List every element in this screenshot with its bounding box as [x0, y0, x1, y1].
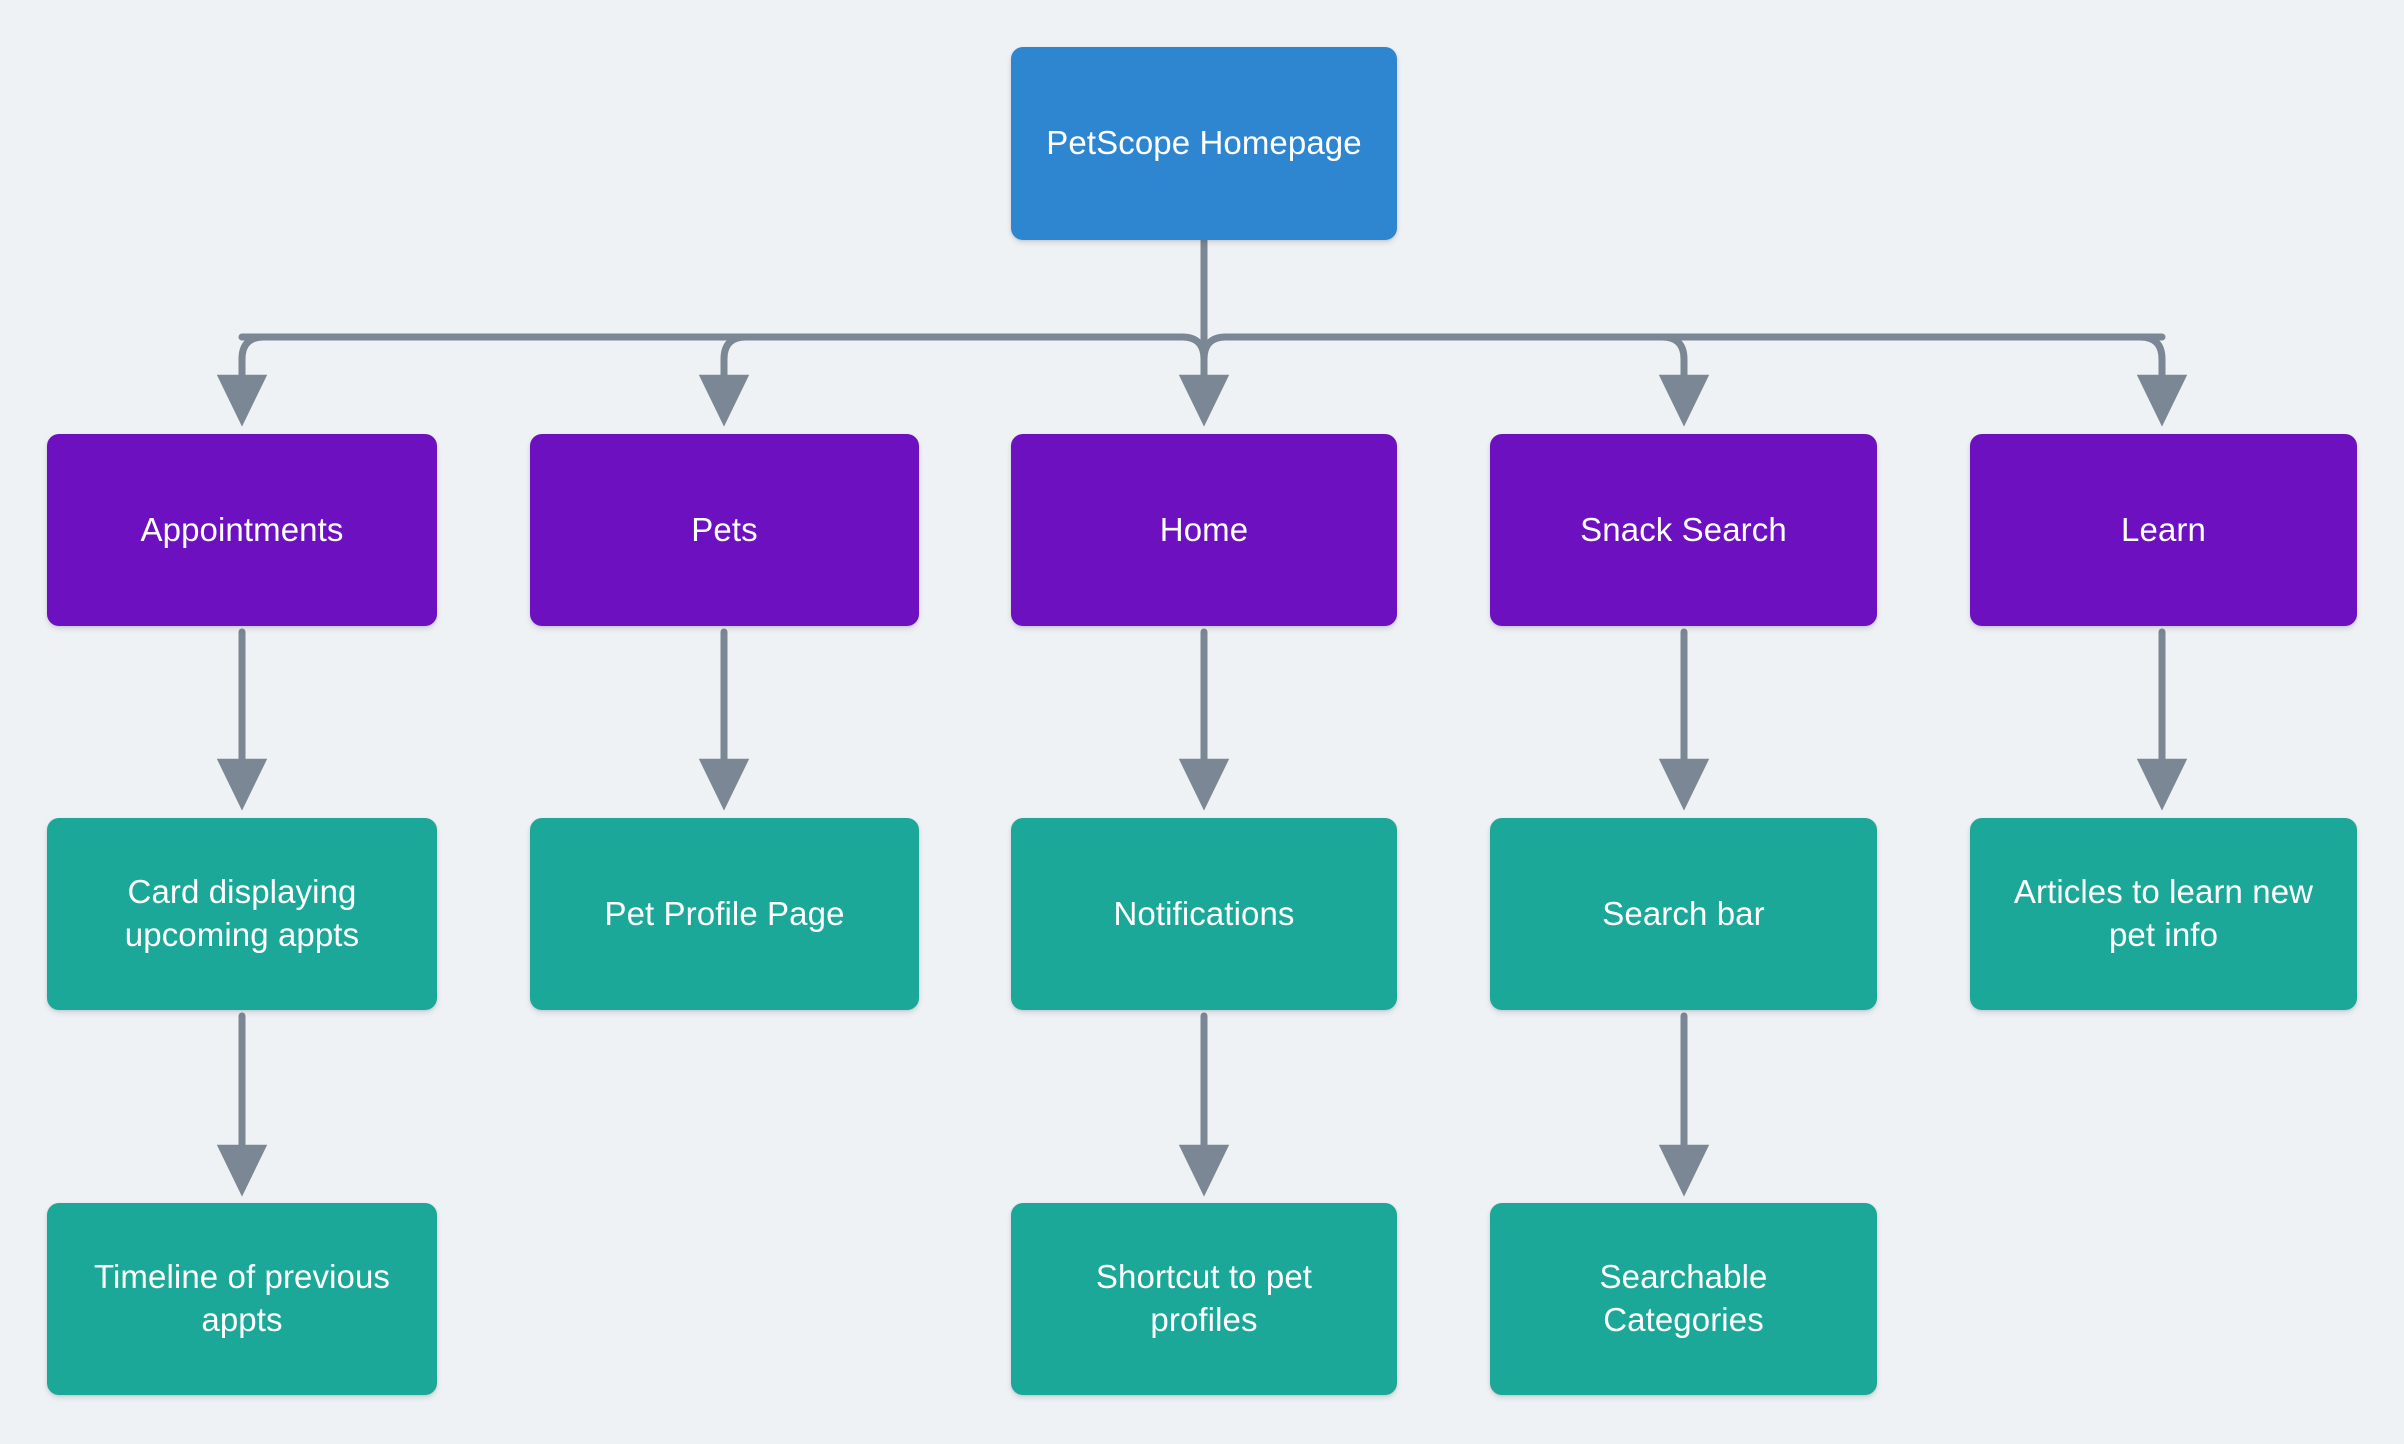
node-search-bar[interactable]: Search bar: [1490, 818, 1877, 1010]
node-home-label: Home: [1159, 510, 1249, 548]
edge-root-to-learn: [2136, 333, 2188, 427]
node-card-upcoming-appts[interactable]: Card displaying upcoming appts: [47, 818, 437, 1010]
node-searchable-categories[interactable]: Searchable Categories: [1490, 1203, 1877, 1395]
node-search-bar-label: Search bar: [1602, 894, 1765, 932]
node-root[interactable]: PetScope Homepage: [1011, 47, 1397, 240]
node-snack-search[interactable]: Snack Search: [1490, 434, 1877, 626]
node-timeline-previous-appts[interactable]: Timeline of previous appts: [47, 1203, 437, 1395]
node-shortcut-pet-profiles-label: Shortcut to pet profiles: [1095, 1258, 1313, 1338]
edge-bus-right: [1200, 333, 2166, 363]
node-pet-profile-page[interactable]: Pet Profile Page: [530, 818, 919, 1010]
node-pets-label: Pets: [691, 510, 758, 548]
node-home[interactable]: Home: [1011, 434, 1397, 626]
edge-bus-left: [238, 333, 1208, 363]
node-learn-label: Learn: [2121, 510, 2206, 548]
node-notifications[interactable]: Notifications: [1011, 818, 1397, 1010]
node-appointments[interactable]: Appointments: [47, 434, 437, 626]
node-notifications-label: Notifications: [1113, 894, 1295, 932]
node-timeline-previous-appts-label: Timeline of previous appts: [93, 1258, 391, 1338]
node-learn[interactable]: Learn: [1970, 434, 2357, 626]
edge-root-to-snack-search: [1658, 333, 1710, 427]
node-shortcut-pet-profiles[interactable]: Shortcut to pet profiles: [1011, 1203, 1397, 1395]
edge-root-to-pets: [698, 333, 750, 427]
edge-root-to-appointments: [216, 333, 268, 427]
node-snack-search-label: Snack Search: [1580, 510, 1787, 548]
node-pets[interactable]: Pets: [530, 434, 919, 626]
node-searchable-categories-label: Searchable Categories: [1599, 1258, 1768, 1338]
node-articles-learn[interactable]: Articles to learn new pet info: [1970, 818, 2357, 1010]
node-card-upcoming-appts-label: Card displaying upcoming appts: [124, 873, 360, 953]
node-pet-profile-page-label: Pet Profile Page: [604, 894, 845, 932]
node-root-label: PetScope Homepage: [1046, 124, 1362, 162]
node-articles-learn-label: Articles to learn new pet info: [2013, 873, 2314, 953]
node-appointments-label: Appointments: [140, 510, 344, 548]
